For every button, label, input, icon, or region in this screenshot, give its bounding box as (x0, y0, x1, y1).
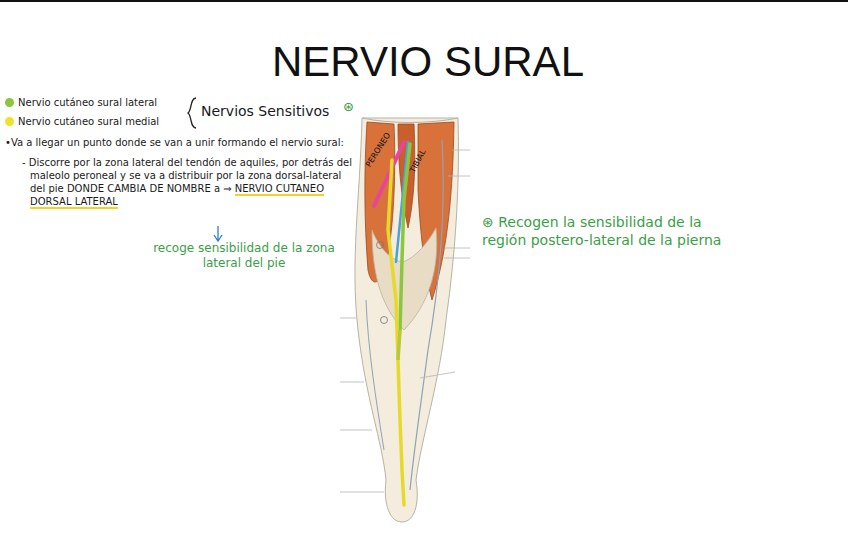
marker (381, 317, 388, 324)
marker (377, 242, 384, 249)
cut-edge (362, 118, 458, 123)
page-title: NERVIO SURAL (4, 36, 848, 89)
paragraph: - Discorre por la zona lateral del tendó… (22, 156, 352, 208)
popliteal-fascia (372, 228, 437, 330)
bullet-note: •Va a llegar un punto donde se van a uni… (5, 137, 350, 150)
leg-outline (355, 118, 459, 522)
legend-row: Nervio cutáneo sural medial (5, 116, 159, 127)
green-note: recoge sensibilidad de la zona lateral d… (150, 241, 338, 271)
vein (410, 140, 443, 490)
lateral-sural-nerve (400, 144, 410, 330)
down-arrow (214, 226, 222, 241)
brace (188, 98, 196, 128)
leader-lines (340, 150, 470, 492)
legend-text: Nervio cutáneo sural lateral (18, 97, 157, 108)
sural-junction (398, 330, 400, 360)
footnote-mark: ⊛ (343, 99, 354, 115)
bracket-note: Nervios Sensitivos (201, 103, 329, 121)
medial-sural-nerve (388, 160, 404, 505)
legend-swatch (5, 98, 14, 107)
green-note: ⊛ Recogen la sensibilidad de la región p… (482, 214, 732, 249)
top-rule (0, 0, 848, 2)
legend-text: Nervio cutáneo sural medial (18, 116, 159, 127)
legend-row: Nervio cutáneo sural lateral (5, 97, 157, 108)
legend-swatch (5, 117, 14, 126)
